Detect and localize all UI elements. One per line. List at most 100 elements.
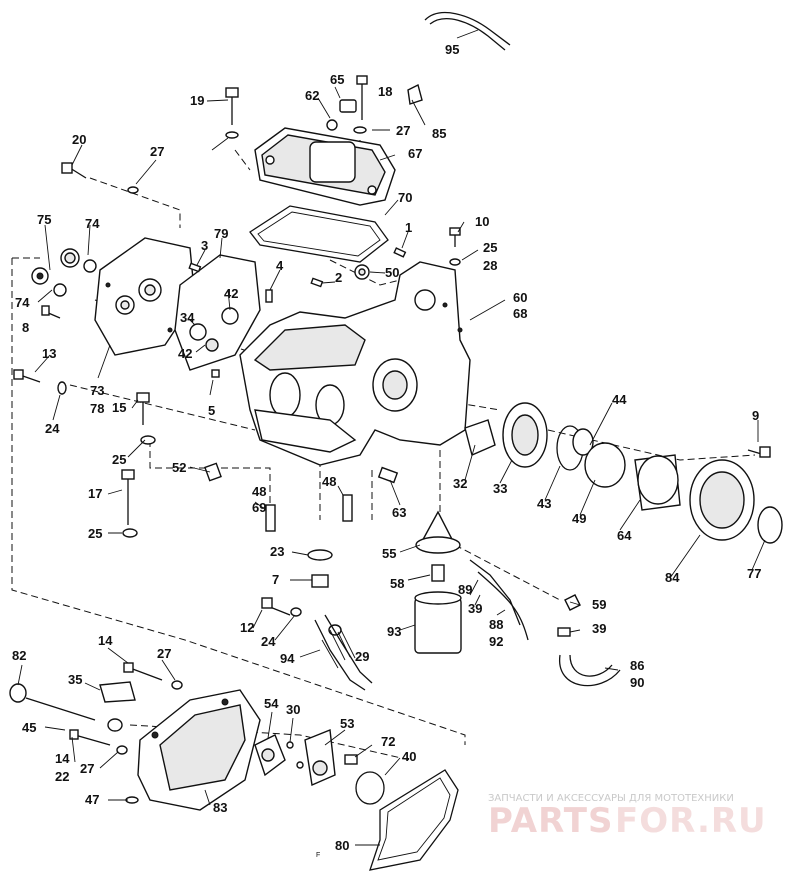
part-95-hose (424, 11, 511, 51)
callout-88: 88 (489, 617, 503, 632)
callout-70: 70 (398, 190, 412, 205)
right-gear-stack (464, 402, 783, 544)
callout-27: 27 (396, 123, 410, 138)
callout-79: 79 (214, 226, 228, 241)
watermark: ЗАПЧАСТИ И АКСЕССУАРЫ ДЛЯ МОТОТЕХНИКИ PA… (488, 793, 767, 841)
callout-95: 95 (445, 42, 459, 57)
callout-8: 8 (22, 320, 29, 335)
callout-33: 33 (493, 481, 507, 496)
callout-4: 4 (276, 258, 284, 273)
callout-54: 54 (264, 696, 279, 711)
pins (188, 247, 407, 378)
lower-center-parts (254, 729, 459, 871)
callout-35: 35 (68, 672, 82, 687)
center-misc-parts (261, 549, 373, 691)
callout-5: 5 (208, 403, 215, 418)
callout-7: 7 (272, 572, 279, 587)
callout-42: 42 (178, 346, 192, 361)
callout-94: 94 (280, 651, 295, 666)
callout-10: 10 (475, 214, 489, 229)
callout-13: 13 (42, 346, 56, 361)
callout-27: 27 (150, 144, 164, 159)
callout-14: 14 (55, 751, 70, 766)
oil-filter-assembly (414, 510, 621, 687)
bearings-75-74 (31, 248, 97, 297)
callout-45: 45 (22, 720, 36, 735)
lower-left-parts (9, 662, 183, 804)
watermark-tagline: ЗАПЧАСТИ И АКСЕССУАРЫ ДЛЯ МОТОТЕХНИКИ (488, 793, 734, 804)
callout-82: 82 (12, 648, 26, 663)
callout-68: 68 (513, 306, 527, 321)
callout-27: 27 (80, 761, 94, 776)
callout-25: 25 (112, 452, 126, 467)
callout-17: 17 (88, 486, 102, 501)
callout-24: 24 (45, 421, 60, 436)
callout-73: 73 (90, 383, 104, 398)
callout-86: 86 (630, 658, 644, 673)
callout-52: 52 (172, 460, 186, 475)
callout-83: 83 (213, 800, 227, 815)
callout-24: 24 (261, 634, 276, 649)
callout-29: 29 (355, 649, 369, 664)
studs-48-69 (265, 466, 399, 532)
part-70-gasket (249, 205, 389, 263)
callout-75: 75 (37, 212, 51, 227)
callout-1: 1 (405, 220, 412, 235)
callout-40: 40 (402, 749, 416, 764)
top-fasteners (61, 75, 461, 266)
callout-39: 39 (468, 601, 482, 616)
callout-2: 2 (335, 270, 342, 285)
callout-84: 84 (665, 570, 680, 585)
callout-67: 67 (408, 146, 422, 161)
callout-89: 89 (458, 582, 472, 597)
part-79-plate (174, 254, 261, 371)
left-bolts (13, 305, 222, 538)
callout-15: 15 (112, 400, 126, 415)
callout-85: 85 (432, 126, 446, 141)
callout-62: 62 (305, 88, 319, 103)
callout-72: 72 (381, 734, 395, 749)
callout-58: 58 (390, 576, 404, 591)
callout-30: 30 (286, 702, 300, 717)
callout-23: 23 (270, 544, 284, 559)
part-83-side-cover (137, 689, 261, 811)
callout-77: 77 (747, 566, 761, 581)
callout-64: 64 (617, 528, 632, 543)
callout-53: 53 (340, 716, 354, 731)
callout-labels: 95 65 18 19 62 85 27 67 20 27 70 10 1 25… (12, 42, 761, 859)
callout-74: 74 (15, 295, 30, 310)
callout-48: 48 (322, 474, 336, 489)
callout-12: 12 (240, 620, 254, 635)
callout-20: 20 (72, 132, 86, 147)
leader-lines (17, 29, 766, 846)
callout-42: 42 (224, 286, 238, 301)
callout-78: 78 (90, 401, 104, 416)
callout-34: 34 (180, 310, 195, 325)
callout-32: 32 (453, 476, 467, 491)
callout-27: 27 (157, 646, 171, 661)
watermark-brand-b: FOR.RU (615, 801, 767, 841)
callout-25: 25 (88, 526, 102, 541)
part-60-68-main-case (239, 261, 471, 466)
callout-19: 19 (190, 93, 204, 108)
callout-49: 49 (572, 511, 586, 526)
callout-74: 74 (85, 216, 100, 231)
callout-65: 65 (330, 72, 344, 87)
callout-80: 80 (335, 838, 349, 853)
callout-48: 48 (252, 484, 266, 499)
callout-50: 50 (385, 265, 399, 280)
callout-59: 59 (592, 597, 606, 612)
callout-63: 63 (392, 505, 406, 520)
callout-92: 92 (489, 634, 503, 649)
callout-93: 93 (387, 624, 401, 639)
callout-43: 43 (537, 496, 551, 511)
callout-55: 55 (382, 546, 396, 561)
watermark-brand-a: PARTS (488, 801, 613, 841)
callout-3: 3 (201, 238, 208, 253)
callout-25: 25 (483, 240, 497, 255)
callout-90: 90 (630, 675, 644, 690)
part-67-top-cover (254, 127, 396, 206)
callout-22: 22 (55, 769, 69, 784)
callout-9: 9 (752, 408, 759, 423)
